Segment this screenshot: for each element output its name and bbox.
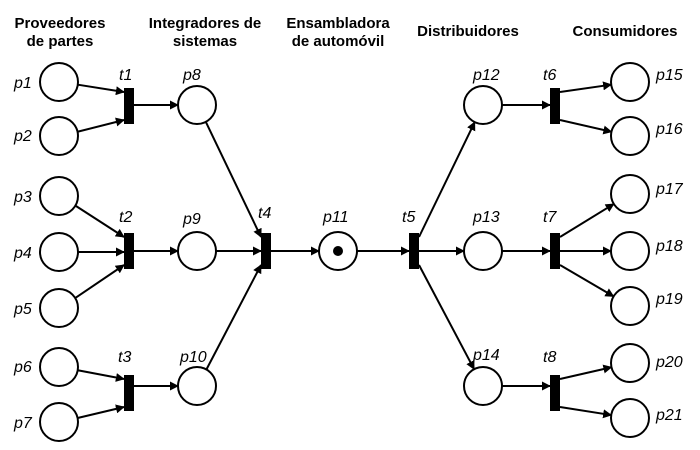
label-p16: p16 [655,121,683,138]
label-p10: p10 [179,349,207,366]
place-p13 [463,231,503,271]
place-p8 [177,85,217,125]
label-p20: p20 [655,354,683,371]
arc-t5-to-p14 [418,264,476,371]
arc-p10-to-t4 [205,264,262,370]
arc-p7-to-t3 [77,404,125,419]
label-p18: p18 [655,238,683,255]
node-labels: p1 p2 p3 p4 p5 p6 p7 p8 p9 p10 p11 p12 p13 p14 p15 p16 p… [13,67,684,432]
label-p9: p9 [182,211,201,228]
label-t1: t1 [119,67,132,84]
label-p12: p12 [472,67,500,84]
place-p6 [39,347,79,387]
place-p17 [610,174,650,214]
label-p13: p13 [472,209,500,226]
place-p18 [610,231,650,271]
place-p9 [177,231,217,271]
label-p17: p17 [655,181,684,198]
token-p11 [333,246,343,256]
place-p12 [463,85,503,125]
place-p21 [610,398,650,438]
arc-t6-to-p15 [559,81,613,93]
label-p8: p8 [182,67,201,84]
label-p15: p15 [655,67,683,84]
label-t4: t4 [258,205,271,222]
transition-t3 [124,375,134,411]
label-p6: p6 [13,359,32,376]
label-p3: p3 [13,189,32,206]
label-p21: p21 [655,407,683,424]
header-consumidores-line-1: Consumidores [572,23,677,40]
label-p5: p5 [13,301,32,318]
place-p1 [39,62,79,102]
place-p10 [177,366,217,406]
arc-t8-to-p21 [559,406,613,419]
places [39,62,650,442]
label-t3: t3 [118,349,131,366]
label-p2: p2 [13,128,32,145]
arcs [74,81,615,419]
place-p14 [463,366,503,406]
transition-t2 [124,233,134,269]
arc-t7-to-p17 [559,203,615,238]
place-p20 [610,343,650,383]
label-p14: p14 [472,347,500,364]
transition-t4 [261,233,271,269]
arc-p8-to-t4 [204,121,262,238]
place-p15 [610,62,650,102]
transition-t8 [550,375,560,411]
arc-p5-to-t2 [74,264,125,299]
arc-t5-to-p12 [418,121,476,238]
label-p11: p11 [322,209,349,226]
place-p2 [39,116,79,156]
place-p3 [39,176,79,216]
header-ensambladora-line-2: de automóvil [292,33,385,50]
label-t7: t7 [543,209,557,226]
place-p7 [39,402,79,442]
label-p1: p1 [13,75,32,92]
arc-t6-to-p16 [559,119,613,135]
transition-t5 [409,233,419,269]
arc-t7-to-p19 [559,264,615,298]
header-distribuidores-line-1: Distribuidores [417,23,519,40]
place-p16 [610,116,650,156]
arc-t8-to-p20 [559,364,613,380]
label-t5: t5 [402,209,415,226]
place-p5 [39,288,79,328]
arc-p6-to-t3 [77,369,125,382]
label-p19: p19 [655,291,683,308]
place-p4 [39,232,79,272]
arc-p2-to-t1 [77,117,125,133]
transitions [124,88,560,411]
header-proveedores-line-2: de partes [27,33,94,50]
header-integradores-line-1: Integradores de [149,15,262,32]
label-t8: t8 [543,349,556,366]
transition-t1 [124,88,134,124]
header-integradores-line-2: sistemas [173,33,237,50]
place-p19 [610,286,650,326]
transition-t7 [550,233,560,269]
arc-p1-to-t1 [77,83,125,96]
label-p7: p7 [13,415,33,432]
transition-t6 [550,88,560,124]
arc-p3-to-t2 [74,204,125,238]
header-proveedores-line-1: Proveedores [15,15,106,32]
label-p4: p4 [13,245,32,262]
label-t2: t2 [119,209,132,226]
label-t6: t6 [543,67,556,84]
header-ensambladora-line-1: Ensambladora [286,15,390,32]
